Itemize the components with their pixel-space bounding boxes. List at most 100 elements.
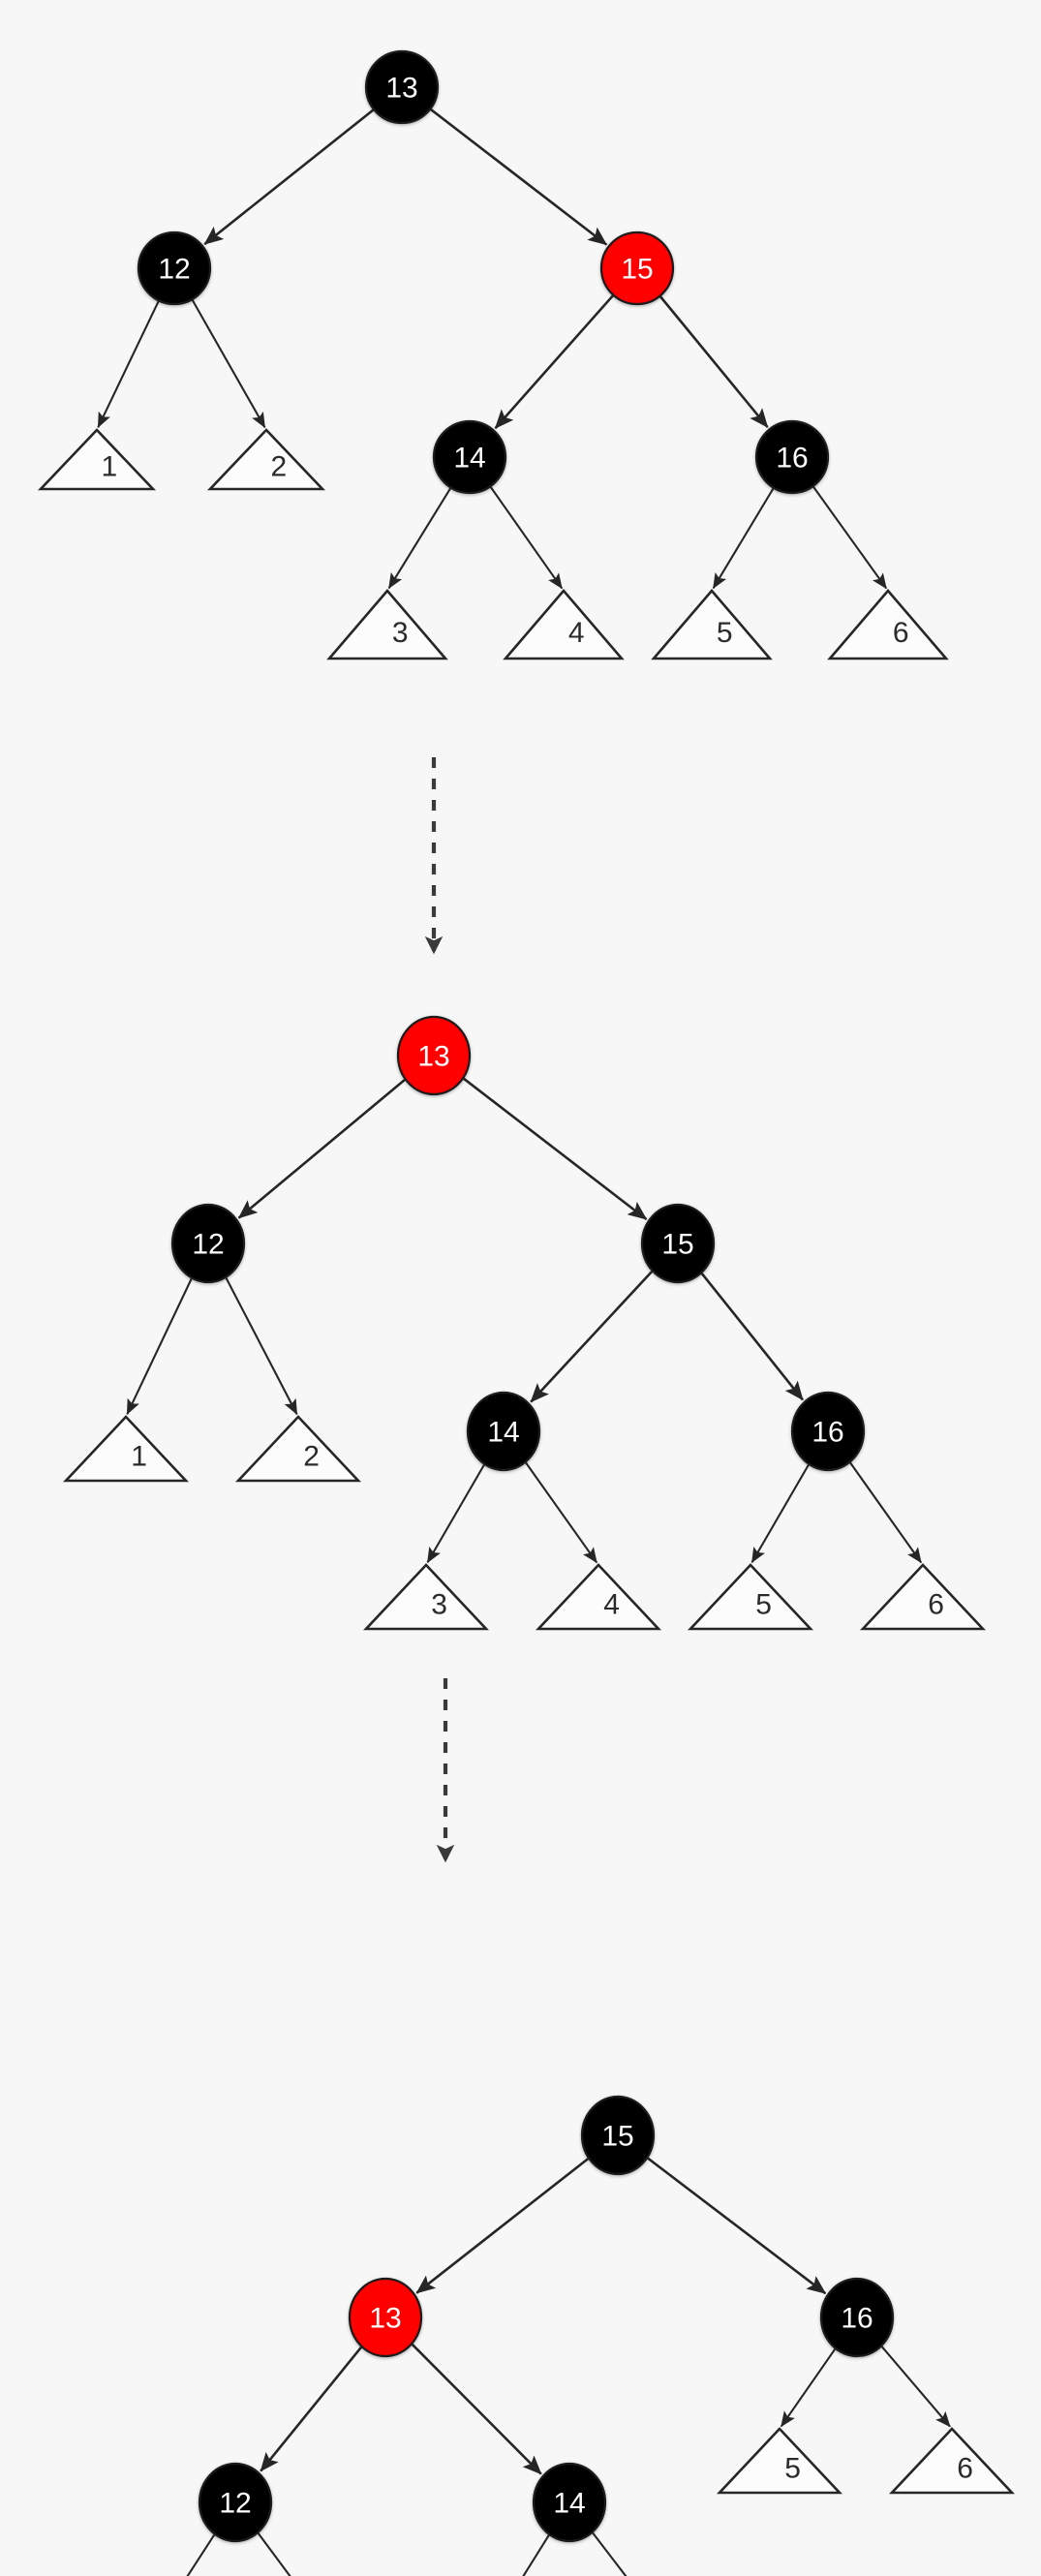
subtree-triangle-shape [62, 1415, 190, 1483]
subtree-triangle: 2 [234, 1415, 362, 1483]
subtree-triangle: 4 [503, 589, 625, 660]
tree-edge [525, 1461, 598, 1564]
tree-edge [812, 486, 888, 590]
tree-node-13-red[interactable]: 13 [348, 2277, 423, 2358]
tree-edge [780, 2348, 837, 2428]
tree-node-12-black[interactable]: 12 [137, 230, 212, 306]
subtree-triangle-shape [687, 1563, 814, 1631]
tree-edge [426, 1464, 485, 1564]
subtree-label: 3 [431, 1588, 447, 1620]
subtree-triangle-shape [827, 589, 949, 660]
subtree-triangle-shape [859, 1563, 987, 1631]
subtree-label: 5 [784, 2452, 801, 2484]
subtree-triangle: 6 [827, 589, 949, 660]
subtree-triangle: 6 [859, 1563, 987, 1631]
subtree-triangle-shape [206, 428, 326, 491]
tree-edge [592, 2531, 628, 2576]
node-label: 12 [219, 2488, 251, 2520]
tree-node-12-black[interactable]: 12 [198, 2462, 273, 2543]
node-ellipse [790, 1391, 866, 1472]
subtree-triangle-shape [651, 589, 773, 660]
subtree-triangles-layer: 123456123456123456 [37, 428, 1016, 2495]
tree-edge [415, 2158, 590, 2294]
subtree-label: 3 [392, 617, 409, 649]
tree-edge [530, 1271, 654, 1403]
tree-edge [225, 1277, 298, 1416]
node-ellipse [432, 419, 507, 495]
tree-edge [659, 295, 769, 428]
tree-edge [522, 2534, 550, 2576]
tree-edge [494, 294, 614, 429]
tree-edge [97, 300, 160, 429]
node-ellipse [640, 1203, 716, 1284]
subtree-triangle-shape [716, 2427, 843, 2495]
node-label: 16 [776, 443, 808, 475]
node-label: 12 [192, 1229, 224, 1261]
subtree-triangle: 5 [651, 589, 773, 660]
subtree-label: 1 [101, 450, 117, 482]
subtree-label: 6 [928, 1588, 944, 1620]
tree-node-13-red[interactable]: 13 [396, 1015, 472, 1096]
tree-edge [203, 108, 375, 246]
subtree-triangle: 5 [687, 1563, 814, 1631]
node-ellipse [580, 2095, 656, 2176]
subtree-label: 6 [893, 617, 909, 649]
node-ellipse [599, 230, 675, 306]
node-label: 16 [811, 1417, 843, 1449]
tree-edge [387, 487, 451, 590]
node-ellipse [466, 1391, 541, 1472]
tree-node-16-black[interactable]: 16 [790, 1391, 866, 1472]
tree-edge [257, 2532, 291, 2576]
node-ellipse [170, 1203, 246, 1284]
subtree-label: 1 [131, 1440, 147, 1472]
tree-edges-layer [97, 108, 951, 2576]
tree-edge [237, 1079, 406, 1219]
node-label: 14 [487, 1417, 519, 1449]
tree-node-14-black[interactable]: 14 [432, 419, 507, 495]
subtree-triangle-shape [37, 428, 157, 491]
node-label: 13 [385, 73, 417, 105]
subtree-triangle-shape [234, 1415, 362, 1483]
node-ellipse [348, 2277, 423, 2358]
subtree-triangle: 3 [362, 1563, 490, 1631]
node-label: 13 [369, 2303, 401, 2335]
tree-edge [647, 2157, 827, 2295]
node-label: 15 [621, 254, 653, 286]
tree-edge [463, 1077, 648, 1221]
stage-transition-arrows-layer [424, 757, 455, 1863]
tree-node-15-black[interactable]: 15 [640, 1203, 716, 1284]
subtree-triangle-shape [888, 2427, 1016, 2495]
tree-node-14-black[interactable]: 14 [532, 2462, 607, 2543]
subtree-triangle: 3 [326, 589, 448, 660]
tree-node-13-black[interactable]: 13 [364, 49, 440, 125]
subtree-label: 4 [603, 1588, 620, 1620]
node-label: 14 [453, 443, 485, 475]
tree-node-16-black[interactable]: 16 [754, 419, 830, 495]
tree-edge [191, 299, 266, 429]
tree-node-15-black[interactable]: 15 [580, 2095, 656, 2176]
tree-node-12-black[interactable]: 12 [170, 1203, 246, 1284]
tree-nodes-layer: 13 12 15 14 16 13 12 15 14 16 15 13 16 12 14 [137, 49, 895, 2543]
subtree-triangle-shape [535, 1563, 662, 1631]
subtree-label: 4 [568, 617, 585, 649]
subtree-label: 5 [755, 1588, 772, 1620]
tree-node-15-red[interactable]: 15 [599, 230, 675, 306]
subtree-triangle: 1 [62, 1415, 190, 1483]
tree-edge [880, 2346, 951, 2428]
subtree-triangle: 6 [888, 2427, 1016, 2495]
node-label: 12 [158, 254, 190, 286]
node-ellipse [532, 2462, 607, 2543]
node-ellipse [396, 1015, 472, 1096]
subtree-triangle-shape [503, 589, 625, 660]
tree-edge [849, 1461, 923, 1564]
node-label: 15 [601, 2121, 633, 2153]
subtree-triangle-shape [362, 1563, 490, 1631]
subtree-triangle: 1 [37, 428, 157, 491]
tree-edge [411, 2344, 542, 2475]
tree-node-14-black[interactable]: 14 [466, 1391, 541, 1472]
node-ellipse [198, 2462, 273, 2543]
tree-node-16-black[interactable]: 16 [819, 2277, 895, 2358]
node-label: 16 [841, 2303, 873, 2335]
